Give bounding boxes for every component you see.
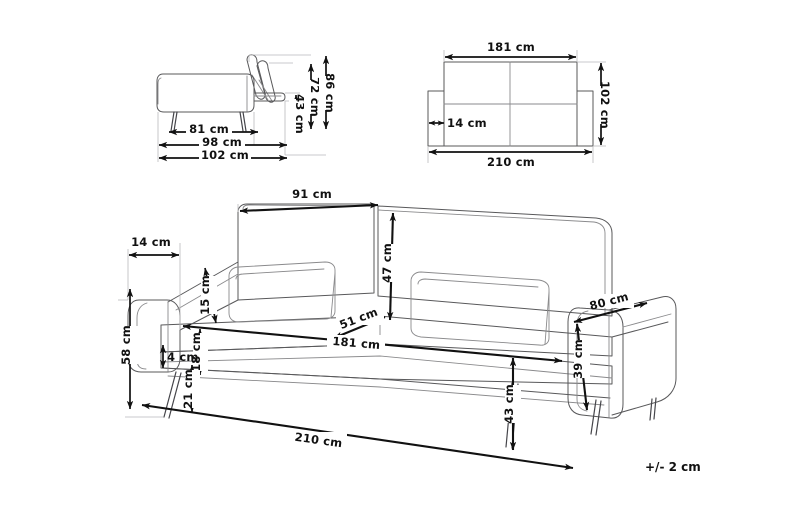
dim-label-21: 21 cm [181, 369, 195, 409]
dim-label-86: 86 cm [323, 73, 337, 113]
dim-86: 86 cm [319, 55, 337, 130]
dim-label-43-persp: 43 cm [502, 384, 516, 424]
dim-label-210-top: 210 cm [487, 155, 535, 169]
dim-15: 15 cm [198, 267, 218, 324]
dim-label-181-top: 181 cm [487, 40, 535, 54]
dim-4: 4 cm [159, 344, 199, 369]
dim-14-persp: 14 cm [126, 235, 180, 259]
dim-label-43-side: 43 cm [293, 94, 307, 134]
dim-81: 81 cm [168, 122, 259, 136]
dim-43-persp: 43 cm [502, 357, 521, 451]
dim-label-102: 102 cm [201, 148, 249, 162]
dim-label-102-top: 102 cm [598, 81, 612, 129]
dim-181-persp: 181 cm [182, 323, 563, 364]
top-view-outline [427, 61, 594, 147]
dim-102: 102 cm [158, 148, 288, 162]
dim-91: 91 cm [239, 187, 379, 214]
dim-label-4: 4 cm [167, 350, 199, 364]
dim-label-15: 15 cm [198, 275, 212, 315]
dim-label-39: 39 cm [571, 339, 585, 379]
dim-181-top: 181 cm [444, 40, 577, 61]
dim-label-98: 98 cm [202, 135, 242, 149]
dim-label-181-persp: 181 cm [332, 334, 381, 352]
dim-label-58: 58 cm [119, 325, 133, 365]
dim-label-47: 47 cm [380, 243, 394, 283]
dim-210-persp: 210 cm [141, 403, 574, 470]
dim-label-18: 18 cm [189, 332, 203, 372]
dim-label-210-persp: 210 cm [294, 430, 343, 451]
side-view-body [156, 73, 286, 113]
dim-label-14-persp: 14 cm [131, 235, 171, 249]
dim-98: 98 cm [158, 135, 288, 149]
dim-58: 58 cm [119, 288, 138, 410]
dim-label-91: 91 cm [292, 187, 332, 201]
dim-label-81: 81 cm [189, 122, 229, 136]
perspective-view-group: 91 cm 14 cm 58 cm 15 cm 47 cm [118, 187, 677, 470]
side-view-group: 81 cm 98 cm 102 cm 43 cm 72 cm 86 cm [156, 54, 337, 162]
dim-47: 47 cm [380, 212, 399, 321]
dim-72: 72 cm [304, 63, 322, 130]
dim-label-14-top: 14 cm [447, 116, 487, 130]
tolerance-note: +/- 2 cm [645, 460, 701, 474]
dim-102-top: 102 cm [594, 62, 612, 146]
top-view-group: 181 cm 210 cm 14 cm 102 cm [427, 40, 612, 169]
side-view-legs [170, 111, 247, 132]
dim-label-72: 72 cm [308, 77, 322, 117]
dim-80: 80 cm [573, 289, 648, 324]
dim-210-top: 210 cm [428, 148, 593, 169]
top-view-extension-lines [427, 50, 606, 163]
dim-43-side: 43 cm [289, 94, 307, 134]
dim-21: 21 cm [181, 364, 200, 413]
dim-39: 39 cm [571, 323, 590, 411]
dim-18: 18 cm [189, 328, 208, 376]
dim-14-top: 14 cm [428, 116, 487, 130]
